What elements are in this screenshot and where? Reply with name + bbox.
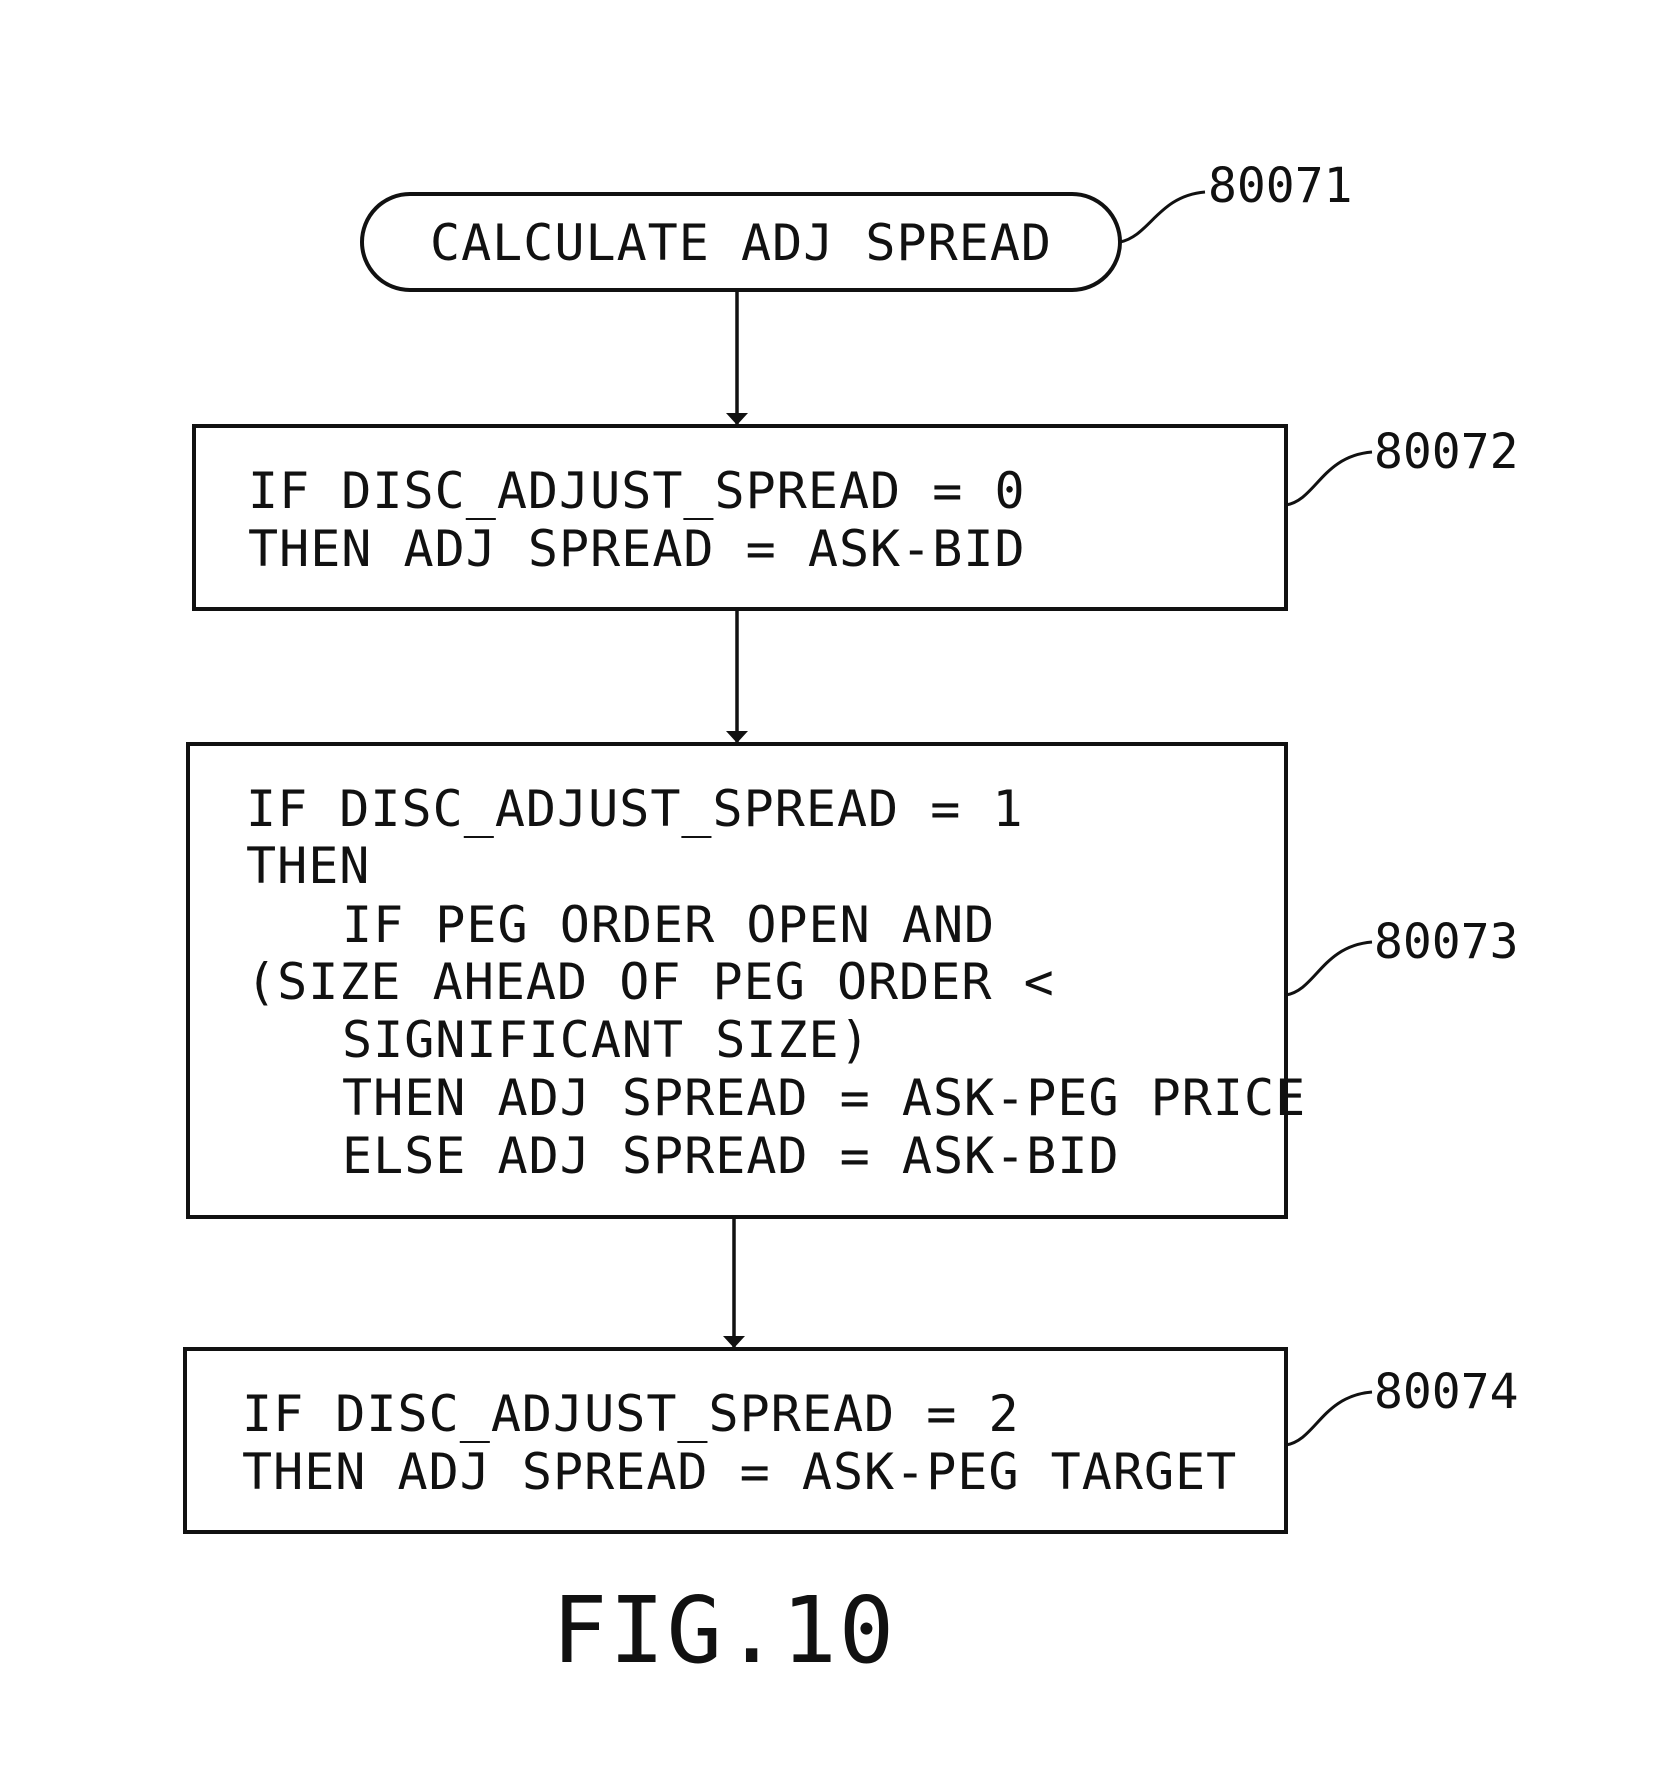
process-80074-line-1: IF DISC_ADJUST_SPREAD = 2 — [242, 1385, 1020, 1443]
ref-number-80074: 80074 — [1374, 1364, 1519, 1420]
process-80073-line-3: IF PEG ORDER OPEN AND — [342, 896, 995, 954]
ref-leader-80073 — [1286, 942, 1372, 995]
process-80073-line-1: IF DISC_ADJUST_SPREAD = 1 — [246, 780, 1024, 838]
process-80073-line-4: (SIZE AHEAD OF PEG ORDER < — [246, 953, 1055, 1011]
process-80073-line-7: ELSE ADJ SPREAD = ASK-BID — [342, 1127, 1120, 1185]
figure-label: FIG.10 — [552, 1577, 896, 1684]
process-80073-line-2: THEN — [246, 837, 370, 895]
ref-number-80073: 80073 — [1374, 914, 1519, 970]
ref-leader-80072 — [1286, 452, 1372, 505]
process-80073-line-6: THEN ADJ SPREAD = ASK-PEG PRICE — [342, 1069, 1306, 1127]
ref-number-80072: 80072 — [1374, 424, 1519, 480]
start-terminal-label: CALCULATE ADJ SPREAD — [430, 214, 1052, 272]
process-80072-line-1: IF DISC_ADJUST_SPREAD = 0 — [248, 462, 1026, 520]
process-box-80072: IF DISC_ADJUST_SPREAD = 0 THEN ADJ SPREA… — [194, 426, 1286, 609]
ref-leader-80071 — [1120, 192, 1205, 242]
process-box-80073: IF DISC_ADJUST_SPREAD = 1 THEN IF PEG OR… — [188, 744, 1306, 1217]
process-box-80074: IF DISC_ADJUST_SPREAD = 2 THEN ADJ SPREA… — [185, 1349, 1286, 1532]
process-80073-line-5: SIGNIFICANT SIZE) — [342, 1011, 871, 1069]
process-80072-line-2: THEN ADJ SPREAD = ASK-BID — [248, 520, 1026, 578]
process-80074-line-2: THEN ADJ SPREAD = ASK-PEG TARGET — [242, 1443, 1237, 1501]
start-terminal: CALCULATE ADJ SPREAD — [362, 194, 1120, 290]
ref-number-80071: 80071 — [1208, 158, 1353, 214]
ref-leader-80074 — [1286, 1392, 1372, 1445]
